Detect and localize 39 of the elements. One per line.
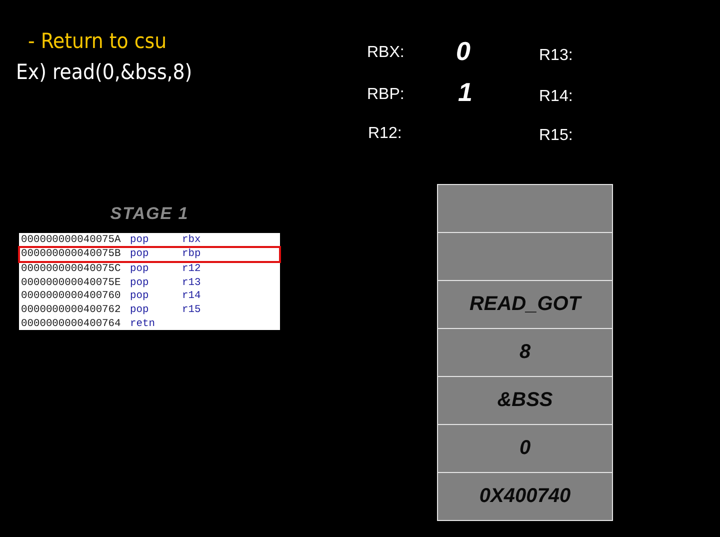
- register-value: 1: [458, 78, 472, 108]
- register-label: R13:: [539, 47, 573, 66]
- memory-address: 000000000040075C: [21, 264, 121, 276]
- register-operand: rbp: [182, 249, 201, 260]
- instruction-mnemonic: pop: [130, 291, 149, 302]
- stack-slot: 8: [437, 328, 613, 377]
- register-operand: r14: [182, 291, 201, 302]
- example-call: Ex) read(0,&bss,8): [16, 60, 192, 84]
- register-label: RBP:: [367, 86, 404, 104]
- stack-slot: 0X400740: [437, 472, 613, 521]
- memory-address: 0000000000400762: [21, 305, 121, 316]
- memory-address: 000000000040075B: [21, 249, 121, 260]
- register-operand: r13: [182, 278, 201, 289]
- memory-address: 0000000000400760: [21, 291, 121, 302]
- stack-slot: [437, 184, 613, 233]
- stack-slot: &BSS: [437, 376, 613, 425]
- highlight-box: [18, 246, 281, 263]
- stack-slot: READ_GOT: [437, 280, 613, 329]
- instruction-mnemonic: pop: [130, 305, 149, 316]
- stack-slot: 0: [437, 424, 613, 473]
- register-value: 0: [456, 37, 470, 67]
- instruction-mnemonic: retn: [130, 318, 155, 330]
- register-operand: rbx: [182, 235, 201, 246]
- memory-address: 000000000040075E: [21, 278, 121, 289]
- register-label: R15:: [539, 127, 573, 146]
- instruction-mnemonic: pop: [130, 264, 149, 276]
- register-operand: r12: [182, 264, 201, 276]
- register-label: R12:: [368, 125, 402, 144]
- instruction-mnemonic: pop: [130, 235, 149, 246]
- stage-heading: STAGE 1: [109, 204, 190, 224]
- instruction-mnemonic: pop: [130, 278, 149, 289]
- memory-address: 0000000000400764: [21, 318, 121, 330]
- instruction-mnemonic: pop: [130, 249, 149, 260]
- memory-address: 000000000040075A: [21, 235, 121, 246]
- slide-title: - Return to csu: [28, 29, 167, 54]
- register-label: RBX:: [367, 44, 404, 62]
- stack-slot: [437, 232, 613, 281]
- register-label: R14:: [539, 88, 573, 106]
- register-operand: r15: [182, 305, 201, 316]
